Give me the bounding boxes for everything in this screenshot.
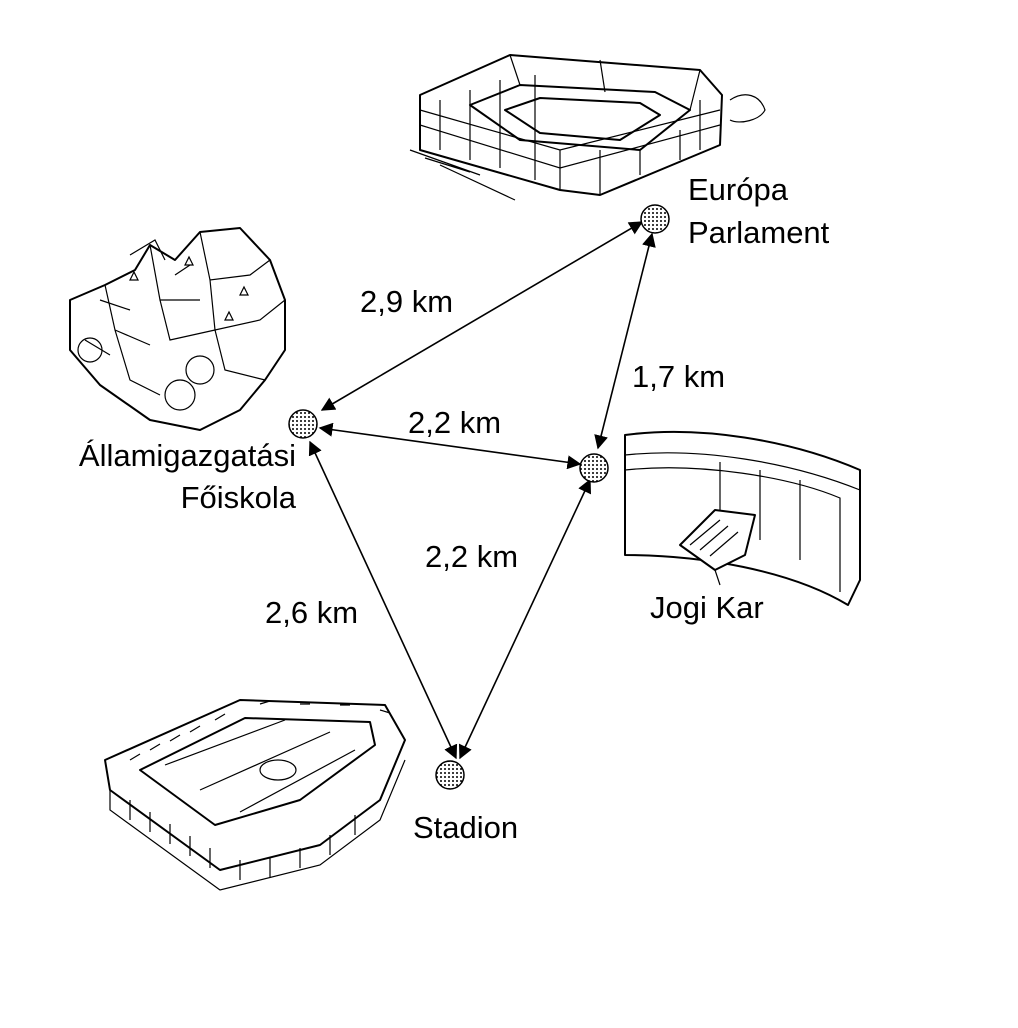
europa-parlament-building-illustration — [409, 54, 766, 201]
link-europa-jogi — [594, 232, 656, 450]
allamigazgatasi-foiskola-illustration — [69, 227, 286, 431]
distance-label-allam-europa: 2,9 km — [360, 284, 453, 319]
link-allam-europa — [320, 221, 644, 411]
stadion-marker-icon — [435, 760, 465, 790]
distance-label-allam-jogi: 2,2 km — [408, 405, 501, 440]
europa-parlament-marker-icon — [640, 204, 670, 234]
jogi-kar-label: Jogi Kar — [650, 590, 764, 625]
jogi-kar-marker-icon — [579, 453, 609, 483]
link-jogi-stadion — [458, 478, 592, 760]
europa-parlament-label-line2: Parlament — [688, 215, 830, 250]
stadion-label: Stadion — [413, 810, 518, 845]
distance-label-jogi-stadion: 2,2 km — [425, 539, 518, 574]
distance-label-europa-jogi: 1,7 km — [632, 359, 725, 394]
link-allam-stadion — [308, 440, 458, 760]
distance-label-allam-stadion: 2,6 km — [265, 595, 358, 630]
jogi-kar-building-illustration — [624, 430, 861, 606]
allamigazgatasi-marker-icon — [288, 409, 318, 439]
stadion-building-illustration — [104, 699, 406, 891]
europa-parlament-label-line1: Európa — [688, 172, 789, 207]
allamigazgatasi-label-line2: Főiskola — [181, 480, 297, 515]
allamigazgatasi-label-line1: Államigazgatási — [79, 438, 296, 473]
